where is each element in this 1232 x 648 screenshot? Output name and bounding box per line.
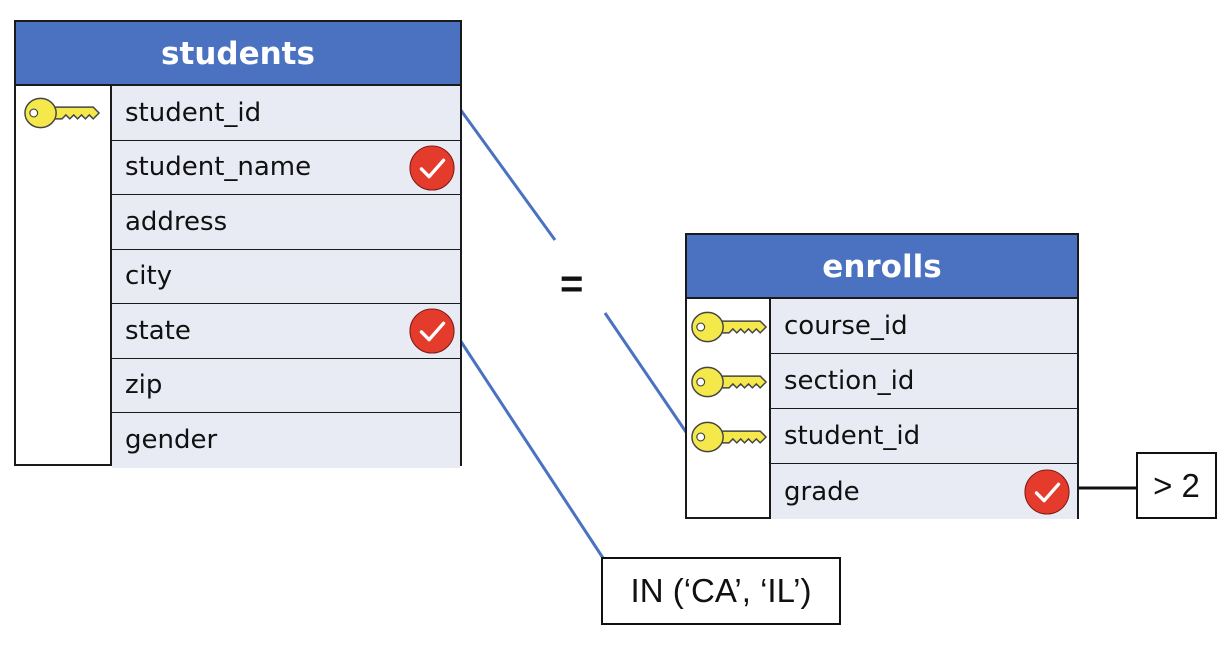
enrolls-row-course_id: course_id	[771, 299, 1077, 354]
key-icon	[690, 416, 768, 462]
enrolls-row-section_id: section_id	[771, 354, 1077, 409]
students-row-student_id: student_id	[112, 86, 460, 141]
students-row-gender: gender	[112, 413, 460, 468]
enrolls-key-column	[687, 299, 771, 517]
grade-condition-box: > 2	[1136, 452, 1217, 519]
enrolls-column-name: section_id	[784, 366, 915, 396]
students-key-column	[16, 86, 112, 464]
checkmark-icon	[1023, 468, 1071, 523]
grade-condition-text: > 2	[1153, 466, 1200, 504]
key-icon	[690, 306, 768, 352]
key-icon	[23, 93, 101, 137]
enrolls-row-student_id: student_id	[771, 409, 1077, 464]
checkmark-icon	[408, 144, 456, 199]
join-equals-label: =	[560, 262, 584, 306]
students-column-name: city	[125, 261, 173, 292]
enrolls-column-name: course_id	[784, 311, 908, 341]
join-line-upper	[458, 108, 557, 241]
students-column-name: zip	[125, 370, 163, 401]
state-condition-text: IN (‘CA’, ‘IL’)	[630, 572, 812, 609]
state-condition-box: IN (‘CA’, ‘IL’)	[601, 557, 841, 625]
students-column-name: student_id	[125, 97, 262, 128]
enrolls-column-name: student_id	[784, 421, 921, 451]
students-row-address: address	[112, 195, 460, 250]
enrolls-title: enrolls	[687, 235, 1077, 299]
students-column-name: state	[125, 315, 191, 346]
students-row-state: state	[112, 304, 460, 359]
students-title: students	[16, 22, 460, 86]
state-condition-line	[456, 336, 605, 559]
enrolls-column-name: grade	[784, 476, 860, 507]
students-row-student_name: student_name	[112, 140, 460, 199]
key-icon	[690, 361, 768, 407]
students-column-name: gender	[125, 425, 218, 456]
students-column-name: address	[125, 206, 228, 237]
checkmark-icon	[408, 307, 456, 362]
join-line-lower	[603, 312, 688, 433]
students-column-name: student_name	[125, 152, 312, 183]
enrolls-row-grade: grade	[771, 464, 1077, 519]
students-row-zip: zip	[112, 358, 460, 413]
students-row-city: city	[112, 249, 460, 304]
